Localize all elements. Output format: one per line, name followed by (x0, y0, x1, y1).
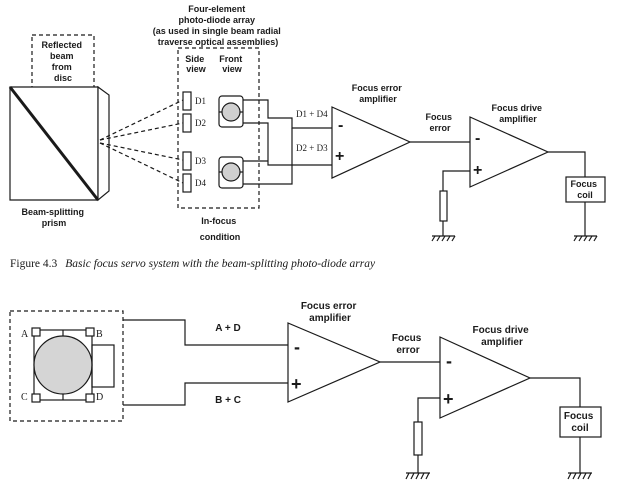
front-view-bottom-pair (218, 156, 244, 189)
error-amp-label-2: Focus error amplifier (301, 301, 359, 324)
split-beams (99, 99, 184, 184)
in-focus-label: In-focus condition (200, 216, 241, 242)
figure-caption-text: Basic focus servo system with the beam-s… (65, 258, 376, 270)
figure1-wires (243, 99, 586, 236)
quad-diode-dashed-box (9, 310, 124, 422)
photo-diode-array-box (177, 47, 260, 209)
ground-symbol-1b (573, 235, 598, 242)
minus-sign-2a: - (294, 337, 300, 357)
diode-label-d2: D2 (195, 118, 206, 128)
plus-sign-2b: + (443, 389, 454, 409)
front-view-top-pair (218, 95, 244, 128)
coil-label-2: Focus coil (564, 411, 596, 434)
diode-label-d3: D3 (195, 156, 206, 166)
plus-sign-1b: + (473, 162, 482, 179)
side-view-label: Side view (185, 54, 207, 74)
drive-amp-label-2: Focus drive amplifier (473, 325, 532, 348)
reflected-beam-label: Reflected beam from disc (41, 40, 84, 83)
plus-sign-2a: + (291, 374, 302, 394)
focus-error-amplifier-1 (331, 106, 412, 179)
beam-splitting-prism (8, 85, 110, 202)
side-diode-d3 (182, 151, 192, 171)
front-view-label: Front view (219, 54, 245, 74)
figure2-wires (123, 319, 581, 473)
focus-coil-2 (559, 406, 602, 438)
error-amp-label-1: Focus error amplifier (352, 83, 405, 104)
coil-label-1: Focus coil (570, 179, 599, 200)
focus-error-amplifier-2 (287, 322, 382, 403)
ground-symbol-1a (431, 235, 456, 242)
focus-coil-1 (565, 176, 606, 203)
quadrant-label-a: A (21, 329, 29, 340)
minus-sign-1a: - (338, 117, 343, 134)
quad-photo-diode (31, 327, 115, 403)
ground-symbol-2a (405, 472, 430, 480)
drive-amp-label-1: Focus drive amplifier (491, 103, 544, 124)
plus-sign-1a: + (335, 148, 344, 165)
sum-label-b-c: B + C (215, 395, 241, 406)
side-diode-d1 (182, 91, 192, 111)
focus-drive-amplifier-2 (439, 336, 532, 419)
focus-drive-amplifier-1 (469, 116, 550, 188)
minus-sign-1b: - (475, 130, 480, 147)
figure-caption: Figure 4.3 Basic focus servo system with … (10, 258, 375, 270)
reflected-beam-outline (31, 34, 95, 131)
focus-error-label-2: Focus error (392, 333, 424, 356)
diode-label-d1: D1 (195, 96, 206, 106)
diode-label-d4: D4 (195, 178, 206, 188)
quadrant-label-b: B (96, 329, 103, 340)
quadrant-label-c: C (21, 392, 28, 403)
prism-label: Beam-splitting prism (21, 207, 86, 228)
ground-symbol-2b (567, 472, 592, 480)
array-title: Four-element photo-diode array (as used … (153, 4, 284, 47)
figure-number: Figure 4.3 (10, 258, 58, 270)
minus-sign-2b: - (446, 351, 452, 371)
sum-label-a-d: A + D (215, 323, 240, 334)
focus-error-label-1: Focus error (425, 112, 454, 133)
quadrant-label-d: D (96, 392, 103, 403)
side-diode-d2 (182, 113, 192, 133)
side-diode-d4 (182, 173, 192, 193)
sum-label-d2-d3: D2 + D3 (296, 143, 328, 153)
sum-label-d1-d4: D1 + D4 (296, 109, 328, 119)
